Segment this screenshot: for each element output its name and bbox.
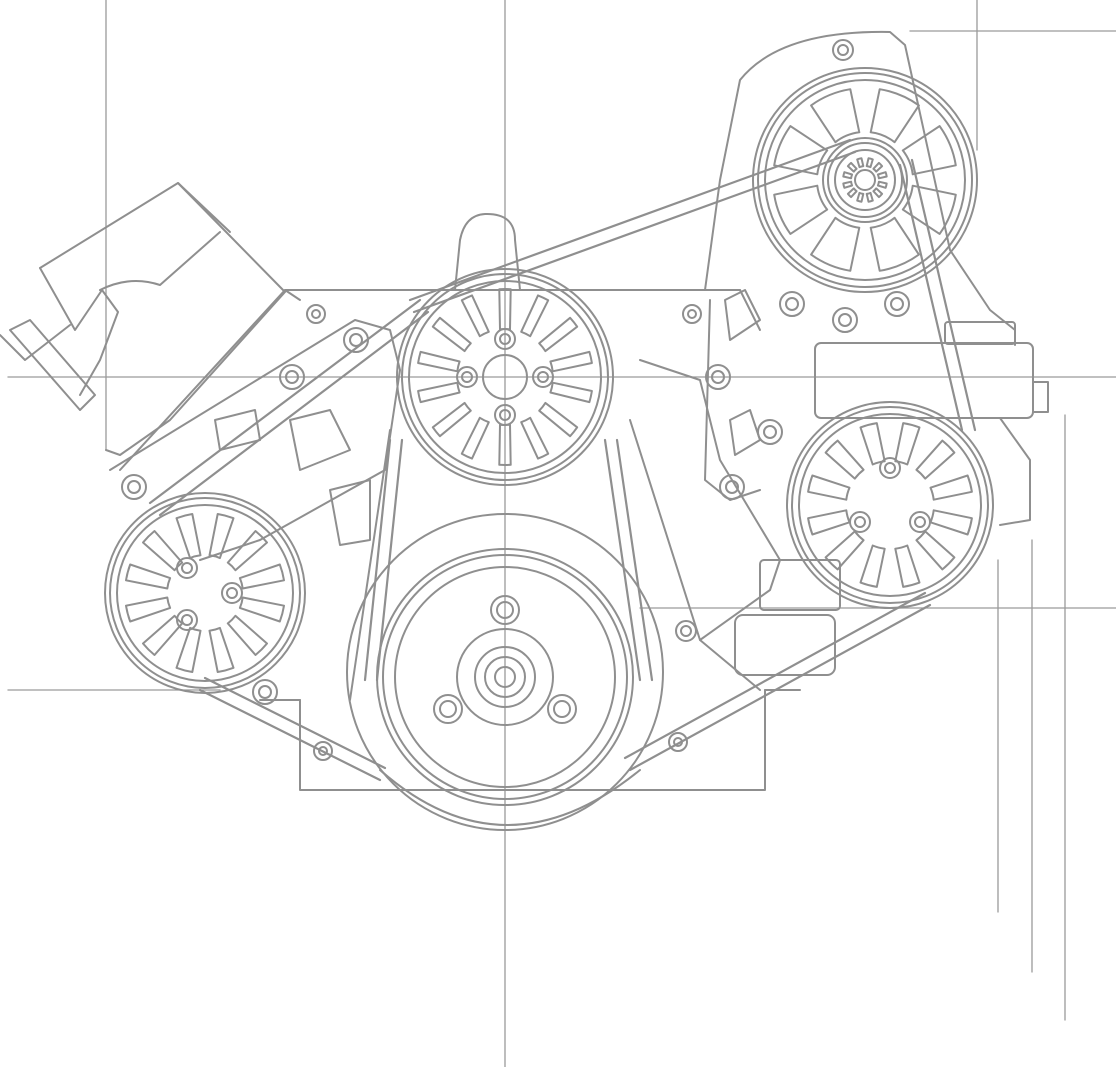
bolt	[682, 304, 702, 324]
pulley-window	[869, 216, 920, 272]
valve-cover	[0, 182, 286, 456]
pulley-window	[846, 187, 858, 199]
bolt	[705, 364, 731, 390]
bolt	[849, 511, 871, 533]
bolt	[221, 582, 243, 604]
pulley-window	[856, 191, 865, 203]
bolt	[306, 304, 326, 324]
pulley-window	[208, 626, 235, 673]
pulley-window	[872, 161, 884, 173]
pulley-window	[894, 544, 921, 588]
bolt	[279, 364, 305, 390]
pulley-window	[226, 530, 268, 572]
pulley-window	[142, 614, 184, 656]
pulley-window	[807, 474, 851, 501]
left-idler-pulley	[104, 492, 306, 694]
pulley-window	[810, 88, 861, 144]
pulley-window	[901, 125, 957, 176]
pulley-window	[125, 563, 172, 590]
pulley-window	[915, 530, 956, 571]
bolt	[313, 741, 333, 761]
pulley-window	[538, 401, 579, 438]
bolt	[675, 620, 697, 642]
bolt	[779, 291, 805, 317]
pulley-window	[549, 350, 593, 373]
pulley-window	[431, 316, 472, 353]
bolt	[252, 679, 278, 705]
pulley-window	[901, 184, 957, 235]
pulley-window	[842, 171, 854, 180]
bolt	[832, 39, 854, 61]
pulley-window	[773, 125, 829, 176]
pulley-window	[842, 180, 854, 189]
pulley-window	[226, 614, 268, 656]
pulley-window	[520, 416, 550, 460]
bolt	[494, 328, 516, 350]
bolt	[121, 474, 147, 500]
pulley-window	[915, 439, 956, 480]
pulley-window	[824, 530, 865, 571]
pulley-window	[894, 422, 921, 466]
pulley-window	[175, 513, 202, 560]
bolt	[547, 694, 577, 724]
pulley-window	[856, 157, 865, 169]
pulley-window	[865, 191, 874, 203]
bolt	[884, 291, 910, 317]
bracket-bolts	[121, 39, 910, 761]
bolt	[176, 557, 198, 579]
pulley-window	[869, 88, 920, 144]
bolt	[176, 609, 198, 631]
water-pump-pulley	[396, 268, 614, 486]
pulley-window	[417, 350, 461, 373]
bolt	[757, 419, 783, 445]
pulley-window	[876, 171, 888, 180]
pulley-window	[859, 544, 886, 588]
bolt	[879, 457, 901, 479]
pulley-window	[175, 626, 202, 673]
power-steering-pulley	[786, 401, 994, 609]
pulley-window	[773, 184, 829, 235]
bolt	[532, 366, 554, 388]
power-steering-reservoir	[734, 321, 1049, 676]
construction-guide-lines	[7, 0, 1116, 1067]
pulley-window	[810, 216, 861, 272]
bolt	[494, 404, 516, 426]
alternator-fan	[822, 137, 908, 223]
pulley-window	[142, 530, 184, 572]
pulley-window	[520, 294, 550, 338]
pulley-window	[460, 416, 490, 460]
pulley-window	[238, 563, 285, 590]
pulley-window	[460, 294, 490, 338]
bolt	[832, 307, 858, 333]
pulley-window	[865, 157, 874, 169]
alternator-pulley	[752, 67, 978, 293]
pulley-window	[538, 316, 579, 353]
crank-pulley	[376, 548, 634, 806]
pulley-window	[929, 474, 973, 501]
pulley-window	[125, 596, 172, 623]
pulley-window	[872, 187, 884, 199]
pulley-window	[549, 381, 593, 404]
bolt	[909, 511, 931, 533]
pulley-window	[208, 513, 235, 560]
pulley-window	[431, 401, 472, 438]
bolt	[433, 694, 463, 724]
bolt	[719, 474, 745, 500]
pulley-window	[807, 509, 851, 536]
pulley-window	[238, 596, 285, 623]
engine-block-outline	[119, 289, 801, 831]
bolt	[490, 595, 520, 625]
pulley-window	[417, 381, 461, 404]
pulley-window	[929, 509, 973, 536]
pulley-window	[824, 439, 865, 480]
pulley-window	[846, 161, 858, 173]
accessory-brackets	[109, 30, 1016, 641]
pulley-window	[876, 180, 888, 189]
pulley-window	[859, 422, 886, 466]
bolt	[456, 366, 478, 388]
